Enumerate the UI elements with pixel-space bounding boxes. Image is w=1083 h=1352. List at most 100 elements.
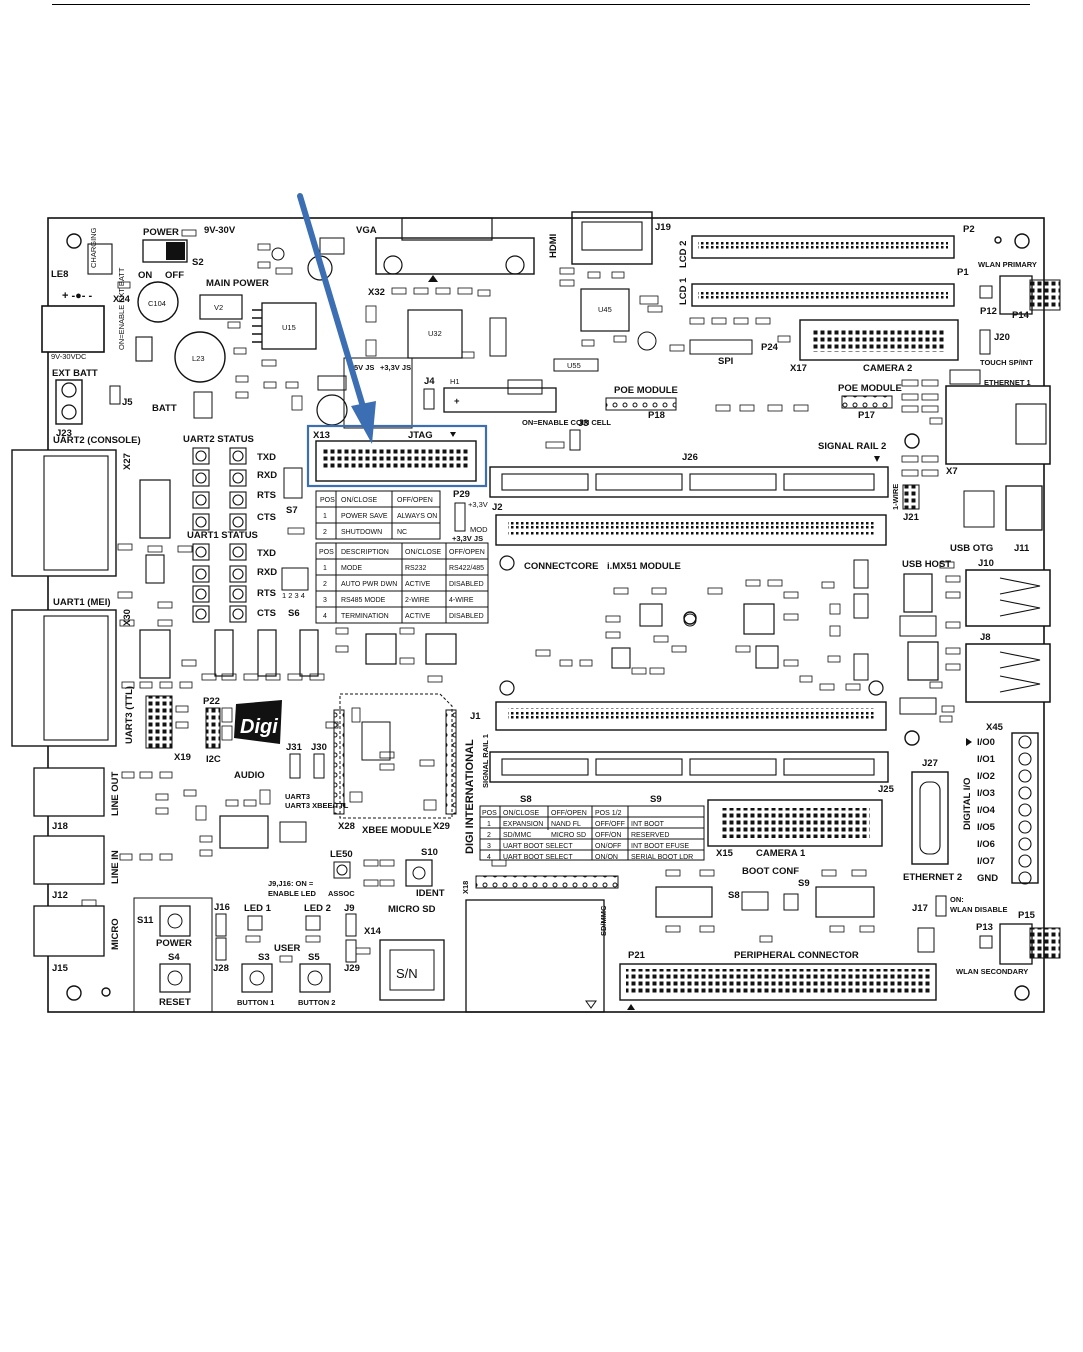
svg-text:ALWAYS ON: ALWAYS ON xyxy=(397,513,437,520)
label-imx51-module: i.MX51 MODULE xyxy=(607,561,681,572)
label-j8: J8 xyxy=(980,632,991,643)
i2c-header-p22 xyxy=(205,707,221,749)
component-v3 xyxy=(87,243,113,275)
label-io5: I/O5 xyxy=(977,822,996,833)
label-io2: I/O2 xyxy=(977,771,995,782)
label-p15: P15 xyxy=(1018,910,1036,921)
label-j29: J29 xyxy=(344,963,360,974)
label-p24: P24 xyxy=(761,342,779,353)
inductor-l23 xyxy=(174,331,226,383)
label-j16: J16 xyxy=(214,902,230,913)
label-j2: J2 xyxy=(492,502,503,513)
svg-text:ON/CLOSE: ON/CLOSE xyxy=(405,549,442,556)
capacitor-c104 xyxy=(137,281,179,323)
camera1-connector-x15 xyxy=(707,799,883,847)
module-connector-bottom xyxy=(495,701,887,731)
label-j11: J11 xyxy=(1014,543,1030,554)
label-reset: RESET xyxy=(159,997,191,1008)
table-s8: POS ON/CLOSE OFF/OPEN 1 EXPANSION NAND F… xyxy=(479,805,593,861)
uart2-status-leds xyxy=(192,447,247,531)
label-camera1: CAMERA 1 xyxy=(756,848,806,859)
svg-text:4: 4 xyxy=(323,613,327,620)
label-lcd1: LCD 1 xyxy=(678,277,689,305)
svg-text:POS 1/2: POS 1/2 xyxy=(595,810,622,817)
label-touch-sp-int: TOUCH SP/INT xyxy=(980,358,1033,367)
svg-text:J9,J16: ON =: J9,J16: ON = xyxy=(268,879,314,888)
label-i2c: I2C xyxy=(206,754,221,765)
label-batt: BATT xyxy=(152,403,177,414)
label-power-button: POWER xyxy=(156,938,192,949)
table-s7: POS ON/CLOSE OFF/OPEN 1 POWER SAVE ALWAY… xyxy=(315,490,441,540)
label-jtag: JTAG xyxy=(408,430,433,441)
label-j23: J23 xyxy=(56,428,72,439)
line-in-jack xyxy=(33,835,105,885)
label-micro: MICRO xyxy=(110,918,121,950)
line-out-jack xyxy=(33,767,105,817)
svg-text:ON:: ON: xyxy=(950,895,964,904)
sd-mmc-slot xyxy=(465,899,605,1013)
label-poe-module-17: POE MODULE xyxy=(838,383,902,394)
label-j18: J18 xyxy=(52,821,68,832)
label-button2: BUTTON 2 xyxy=(298,998,335,1007)
uart2-db9-connector xyxy=(11,449,117,577)
label-x27: X27 xyxy=(122,453,133,470)
svg-text:OFF/OFF: OFF/OFF xyxy=(595,821,625,828)
label-on: ON xyxy=(138,270,152,281)
uart1-status-leds xyxy=(192,543,247,623)
label-digi-international: DIGI INTERNATIONAL xyxy=(464,739,476,854)
usb-host-connector-j8 xyxy=(965,643,1051,703)
label-p2: P2 xyxy=(963,224,975,235)
jtag-highlight-box xyxy=(306,424,488,488)
power-jack-x24 xyxy=(41,305,105,353)
camera2-connector xyxy=(799,319,959,361)
svg-text:AUTO PWR DWN: AUTO PWR DWN xyxy=(341,581,397,588)
label-3v3: +3,3V xyxy=(468,500,488,509)
label-s3: S3 xyxy=(258,952,270,963)
svg-text:POS: POS xyxy=(482,810,497,817)
svg-text:INT BOOT: INT BOOT xyxy=(631,821,665,828)
label-audio: AUDIO xyxy=(234,770,265,781)
svg-text:1: 1 xyxy=(323,513,327,520)
label-1-wire: 1-WIRE xyxy=(891,484,900,510)
label-usb-host: USB HOST xyxy=(902,559,951,570)
label-s2: S2 xyxy=(192,257,204,268)
svg-text:UART BOOT SELECT: UART BOOT SELECT xyxy=(503,843,573,850)
svg-text:2: 2 xyxy=(323,529,327,536)
label-ethernet2: ETHERNET 2 xyxy=(903,872,962,883)
dip-switch-s6 xyxy=(281,567,309,591)
label-led2: LED 2 xyxy=(304,903,331,914)
digital-io-terminal-x45 xyxy=(1011,732,1039,884)
passive-components xyxy=(81,229,961,963)
label-s6: S6 xyxy=(288,608,300,619)
label-uart1-mei: UART1 (MEI) xyxy=(53,597,111,608)
svg-text:U15: U15 xyxy=(282,323,296,332)
module-connector-top xyxy=(495,514,887,546)
svg-text:4: 4 xyxy=(487,854,491,861)
label-h1: H1 xyxy=(450,377,460,386)
label-io7: I/O7 xyxy=(977,856,995,867)
label-9v-30vdc: 9V-30VDC xyxy=(51,352,87,361)
svg-text:C104: C104 xyxy=(148,299,166,308)
pointer-arrow-shaft xyxy=(297,193,367,413)
label-j1: J1 xyxy=(470,711,481,722)
svg-text:DISABLED: DISABLED xyxy=(449,581,484,588)
svg-text:4-WIRE: 4-WIRE xyxy=(449,597,474,604)
label-button1: BUTTON 1 xyxy=(237,998,274,1007)
label-rxd-2: RXD xyxy=(257,470,277,481)
svg-text:U45: U45 xyxy=(598,305,612,314)
svg-text:POWER SAVE: POWER SAVE xyxy=(341,513,388,520)
svg-text:EXPANSION: EXPANSION xyxy=(503,821,543,828)
label-p13: P13 xyxy=(976,922,993,933)
label-wlan-disable: WLAN DISABLE xyxy=(950,905,1008,914)
svg-text:1: 1 xyxy=(323,565,327,572)
svg-text:ON/CLOSE: ON/CLOSE xyxy=(503,810,540,817)
svg-text:TERMINATION: TERMINATION xyxy=(341,613,389,620)
label-j27: J27 xyxy=(922,758,938,769)
svg-text:MODE: MODE xyxy=(341,565,362,572)
label-uart2-status: UART2 STATUS xyxy=(183,434,254,445)
label-mod: MOD xyxy=(470,525,488,534)
label-s4: S4 xyxy=(168,952,180,963)
table-s9: POS 1/2 OFF/OFF INT BOOT OFF/ON RESERVED… xyxy=(591,805,705,861)
page-top-rule xyxy=(52,4,1030,5)
